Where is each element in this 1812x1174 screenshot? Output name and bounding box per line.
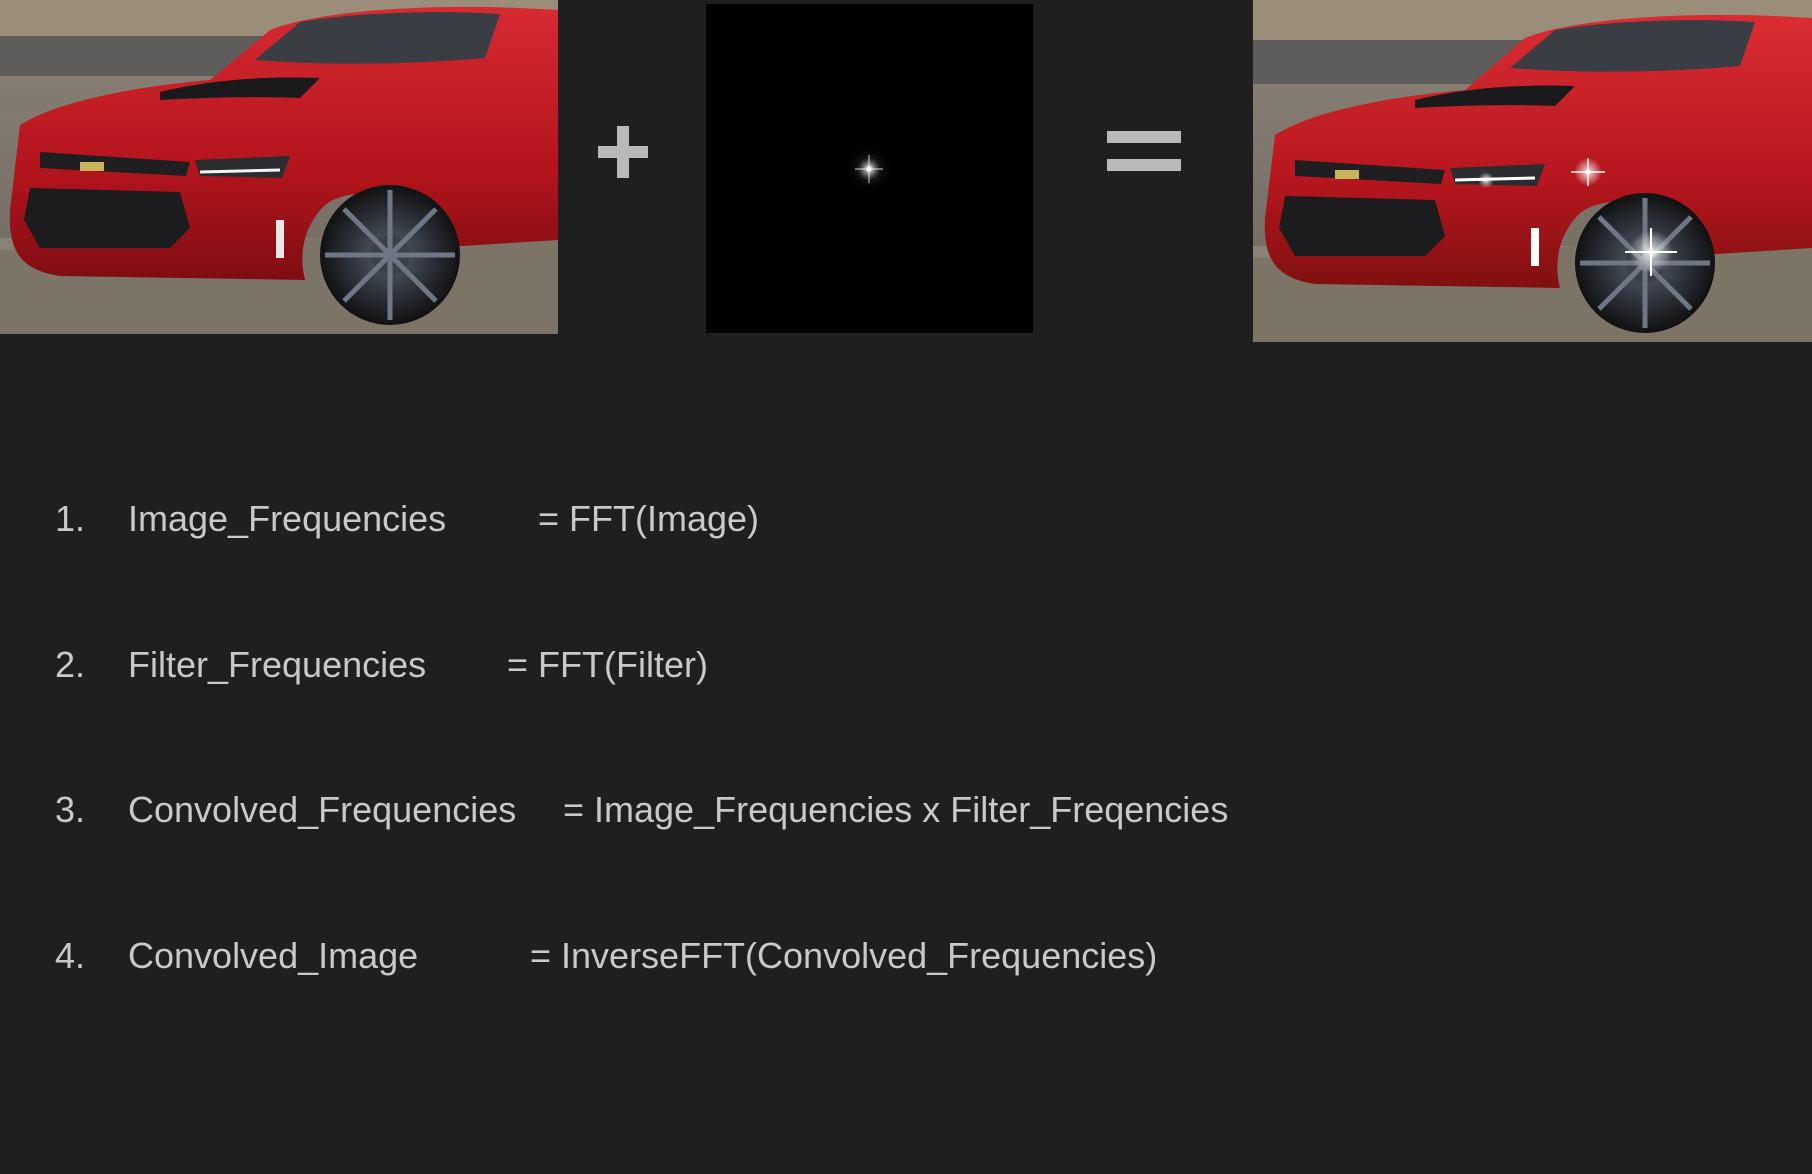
step-rhs: = InverseFFT(Convolved_Frequencies) xyxy=(530,934,1158,976)
step-number: 2. xyxy=(55,643,86,685)
original-car-image xyxy=(0,0,558,334)
list-item: 2. Filter_Frequencies = FFT(Filter) xyxy=(55,641,708,690)
filter-kernel-image xyxy=(706,4,1033,333)
step-rhs: = Image_Frequencies x Filter_Freqencies xyxy=(563,789,1229,830)
list-item: 4. Convolved_Image = InverseFFT(Convolve… xyxy=(55,932,1157,981)
convolved-car-image xyxy=(1253,0,1812,342)
step-lhs: Convolved_Frequencies xyxy=(128,789,517,830)
equals-operator xyxy=(1107,131,1181,171)
step-rhs: = FFT(Filter) xyxy=(507,643,708,685)
step-number: 1. xyxy=(55,498,86,539)
step-lhs: Convolved_Image xyxy=(128,934,419,976)
fft-convolution-steps: 1. Image_Frequencies = FFT(Image) 2. Fil… xyxy=(55,398,1228,1029)
step-lhs: Filter_Frequencies xyxy=(128,643,427,685)
step-number: 4. xyxy=(55,934,86,976)
plus-operator xyxy=(598,126,648,178)
step-number: 3. xyxy=(55,789,86,830)
list-item: 1. Image_Frequencies = FFT(Image) xyxy=(55,495,759,544)
step-lhs: Image_Frequencies xyxy=(128,498,447,539)
step-rhs: = FFT(Image) xyxy=(538,498,760,539)
list-item: 3. Convolved_Frequencies = Image_Frequen… xyxy=(55,786,1228,835)
